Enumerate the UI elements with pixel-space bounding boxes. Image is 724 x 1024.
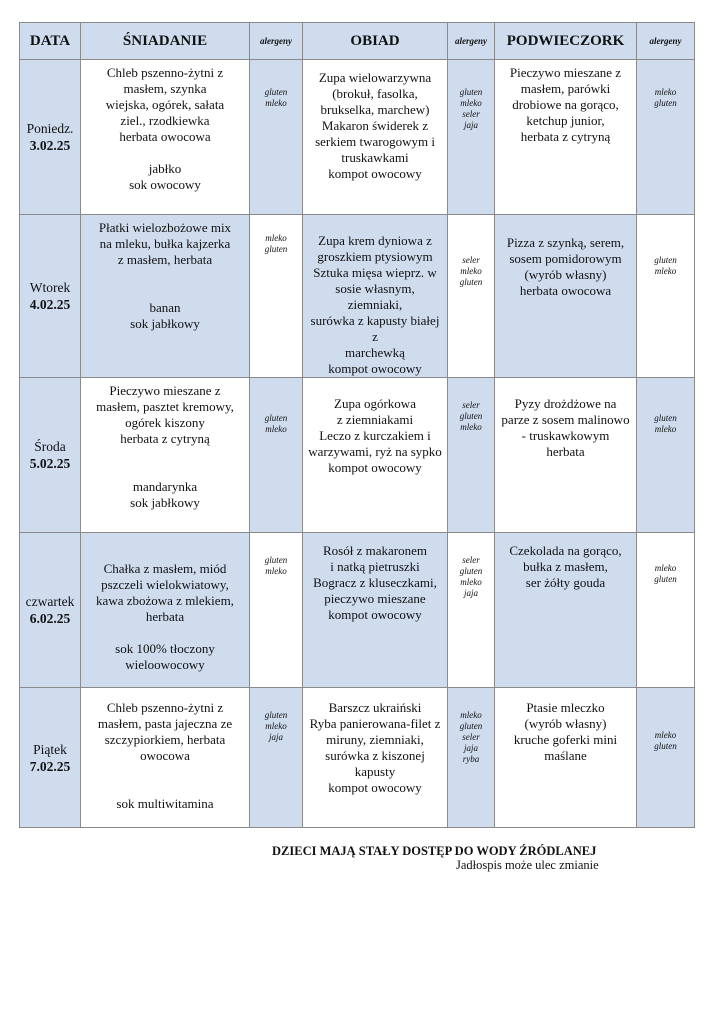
menu-table: DATA ŚNIADANIE alergeny OBIAD alergeny P… (19, 22, 695, 828)
lunch-allergens: seler gluten mleko jaja (459, 555, 483, 598)
date-cell: Środa 5.02.25 (19, 377, 81, 533)
header-allergens-snack: alergeny (636, 22, 695, 60)
breakfast-allergens: mleko gluten (264, 233, 288, 254)
snack-allergens: gluten mleko (654, 255, 677, 276)
breakfast-allergens: gluten mleko (264, 413, 288, 434)
day-date: 3.02.25 (29, 138, 71, 153)
day-date: 5.02.25 (29, 456, 71, 471)
breakfast-cell: Płatki wielozbożowe mix na mleku, bułka … (98, 220, 232, 331)
header-breakfast: ŚNIADANIE (80, 22, 250, 60)
day-date: 7.02.25 (29, 758, 71, 774)
day-row-thursday: czwartek 6.02.25 Chałka z masłem, miód p… (19, 532, 695, 688)
day-row-friday: Piątek 7.02.25 Chleb pszenno-żytni z mas… (19, 687, 695, 828)
day-name: Piątek (33, 741, 67, 757)
date-cell: czwartek 6.02.25 (19, 532, 81, 688)
header-allergens-lunch: alergeny (447, 22, 495, 60)
breakfast-cell: Chleb pszenno-żytni z masłem, szynka wie… (105, 65, 225, 192)
snack-cell: Ptasie mleczko (wyrób własny) kruche gof… (513, 700, 618, 763)
header-allergens-breakfast: alergeny (249, 22, 303, 60)
lunch-cell: Barszcz ukraiński Ryba panierowana-filet… (309, 700, 441, 795)
day-row-monday: Poniedz. 3.02.25 Chleb pszenno-żytni z m… (19, 59, 695, 215)
day-date: 4.02.25 (29, 297, 71, 312)
day-row-tuesday: Wtorek 4.02.25 Płatki wielozbożowe mix n… (19, 214, 695, 378)
snack-allergens: gluten mleko (654, 413, 677, 434)
breakfast-allergens: gluten mleko (264, 87, 288, 108)
snack-allergens: mleko gluten (654, 87, 677, 108)
day-row-wednesday: Środa 5.02.25 Pieczywo mieszane z masłem… (19, 377, 695, 533)
header-snack: PODWIECZORK (494, 22, 637, 60)
lunch-cell: Zupa krem dyniowa z groszkiem ptysiowym … (310, 233, 440, 376)
lunch-allergens: seler gluten mleko (459, 400, 483, 432)
breakfast-cell: Chałka z masłem, miód pszczeli wielokwia… (96, 561, 234, 672)
breakfast-cell: Chleb pszenno-żytni z masłem, pasta jaje… (97, 700, 233, 811)
snack-allergens: mleko gluten (654, 563, 677, 584)
lunch-allergens: seler mleko gluten (459, 255, 483, 287)
snack-cell: Pizza z szynką, serem, sosem pomidorowym… (506, 235, 625, 298)
snack-cell: Pieczywo mieszane z masłem, parówki drob… (509, 65, 622, 144)
breakfast-allergens: gluten mleko (264, 555, 288, 576)
lunch-cell: Zupa ogórkowa z ziemniakami Leczo z kurc… (308, 396, 442, 475)
lunch-allergens: mleko gluten seler jaja ryba (459, 710, 483, 764)
change-note: Jadłospis może ulec zmianie (456, 858, 599, 872)
snack-cell: Pyzy drożdżowe na parze z sosem malinowo… (501, 396, 630, 459)
date-cell: Piątek 7.02.25 (19, 687, 81, 828)
breakfast-cell: Pieczywo mieszane z masłem, pasztet krem… (96, 383, 234, 510)
lunch-cell: Zupa wielowarzywna (brokuł, fasolka, bru… (315, 70, 435, 181)
snack-allergens: mleko gluten (654, 730, 677, 751)
lunch-cell: Rosół z makaronem i natką pietruszki Bog… (313, 543, 437, 622)
lunch-allergens: gluten mleko seler jaja (459, 87, 483, 130)
header-row: DATA ŚNIADANIE alergeny OBIAD alergeny P… (19, 22, 695, 60)
header-lunch: OBIAD (302, 22, 448, 60)
snack-cell: Czekolada na gorąco, bułka z masłem, ser… (509, 543, 622, 590)
day-name: Wtorek (29, 280, 71, 295)
header-date: DATA (19, 22, 81, 60)
day-name: Poniedz. (26, 121, 74, 136)
date-cell: Wtorek 4.02.25 (19, 214, 81, 378)
date-cell: Poniedz. 3.02.25 (19, 59, 81, 215)
breakfast-allergens: gluten mleko jaja (264, 710, 288, 742)
day-name: czwartek (25, 594, 75, 609)
water-note: DZIECI MAJĄ STAŁY DOSTĘP DO WODY ŹRÓDLAN… (272, 844, 597, 858)
day-date: 6.02.25 (29, 611, 71, 626)
day-name: Środa (34, 439, 66, 454)
